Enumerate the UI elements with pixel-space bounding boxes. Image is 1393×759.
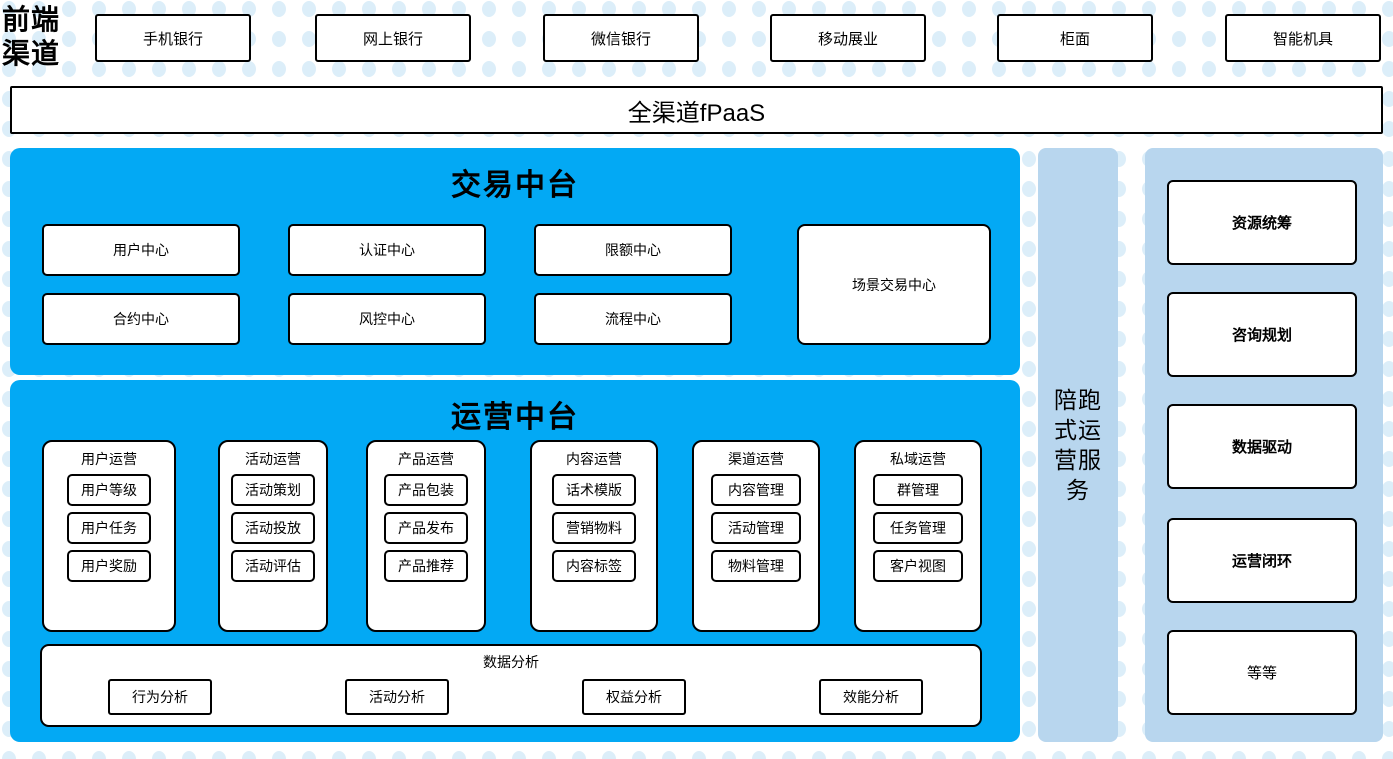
center-box-scene-transaction[interactable]: 场景交易中心 [797,224,991,345]
op-item-product-release[interactable]: 产品发布 [384,512,468,544]
op-item-user-level[interactable]: 用户等级 [67,474,151,506]
da-chip-benefit[interactable]: 权益分析 [582,679,686,715]
channel-box-counter[interactable]: 柜面 [997,14,1153,62]
op-item-campaign-plan[interactable]: 活动策划 [231,474,315,506]
op-column-content: 内容运营 话术模版 营销物料 内容标签 [530,440,658,632]
service-chip-consulting-planning[interactable]: 咨询规划 [1167,292,1357,377]
op-item-group-manage[interactable]: 群管理 [873,474,963,506]
data-analysis-panel: 数据分析 行为分析 活动分析 权益分析 效能分析 [40,644,982,727]
accompany-service-panel: 陪跑式运营服务 [1038,148,1118,742]
op-item-campaign-delivery[interactable]: 活动投放 [231,512,315,544]
op-column-title: 渠道运营 [728,451,784,467]
transaction-platform-title: 交易中台 [451,169,579,202]
op-item-user-task[interactable]: 用户任务 [67,512,151,544]
op-item-user-reward[interactable]: 用户奖励 [67,550,151,582]
service-chip-operation-loop[interactable]: 运营闭环 [1167,518,1357,603]
service-chip-resource-coordination[interactable]: 资源统筹 [1167,180,1357,265]
service-chip-etc[interactable]: 等等 [1167,630,1357,715]
center-box-risk[interactable]: 风控中心 [288,293,486,345]
op-column-campaign: 活动运营 活动策划 活动投放 活动评估 [218,440,328,632]
op-column-title: 用户运营 [81,451,137,467]
op-item-marketing-assets[interactable]: 营销物料 [552,512,636,544]
op-item-customer-view[interactable]: 客户视图 [873,550,963,582]
op-item-asset-manage[interactable]: 物料管理 [711,550,801,582]
channel-box-wechat-bank[interactable]: 微信银行 [543,14,699,62]
op-column-title: 产品运营 [398,451,454,467]
frontend-channel-label: 前端 渠道 [2,2,84,74]
op-item-campaign-manage[interactable]: 活动管理 [711,512,801,544]
da-chip-campaign[interactable]: 活动分析 [345,679,449,715]
op-column-product: 产品运营 产品包装 产品发布 产品推荐 [366,440,486,632]
center-box-limit[interactable]: 限额中心 [534,224,732,276]
op-column-channel: 渠道运营 内容管理 活动管理 物料管理 [692,440,820,632]
center-box-contract[interactable]: 合约中心 [42,293,240,345]
op-item-product-package[interactable]: 产品包装 [384,474,468,506]
op-column-title: 内容运营 [566,451,622,467]
op-column-title: 活动运营 [245,451,301,467]
op-column-user: 用户运营 用户等级 用户任务 用户奖励 [42,440,176,632]
channel-box-online-bank[interactable]: 网上银行 [315,14,471,62]
frontend-label-line-2: 渠道 [2,39,61,70]
op-item-task-manage[interactable]: 任务管理 [873,512,963,544]
data-analysis-title: 数据分析 [483,654,539,670]
op-item-product-recommend[interactable]: 产品推荐 [384,550,468,582]
channel-box-mobile-bank[interactable]: 手机银行 [95,14,251,62]
service-chip-data-driven[interactable]: 数据驱动 [1167,404,1357,489]
da-chip-behavior[interactable]: 行为分析 [108,679,212,715]
channel-box-smart-machine[interactable]: 智能机具 [1225,14,1381,62]
op-column-private-domain: 私域运营 群管理 任务管理 客户视图 [854,440,982,632]
frontend-label-line-1: 前端 [2,5,61,36]
center-box-process[interactable]: 流程中心 [534,293,732,345]
omnichannel-fpaas-bar[interactable]: 全渠道fPaaS [10,86,1383,134]
da-chip-performance[interactable]: 效能分析 [819,679,923,715]
center-box-auth[interactable]: 认证中心 [288,224,486,276]
op-item-script-template[interactable]: 话术模版 [552,474,636,506]
accompany-service-label: 陪跑式运营服务 [1054,387,1102,503]
op-column-title: 私域运营 [890,451,946,467]
op-item-campaign-review[interactable]: 活动评估 [231,550,315,582]
operations-platform-title: 运营中台 [451,401,579,434]
channel-box-mobile-biz[interactable]: 移动展业 [770,14,926,62]
op-item-content-tag[interactable]: 内容标签 [552,550,636,582]
op-item-content-manage[interactable]: 内容管理 [711,474,801,506]
center-box-user[interactable]: 用户中心 [42,224,240,276]
